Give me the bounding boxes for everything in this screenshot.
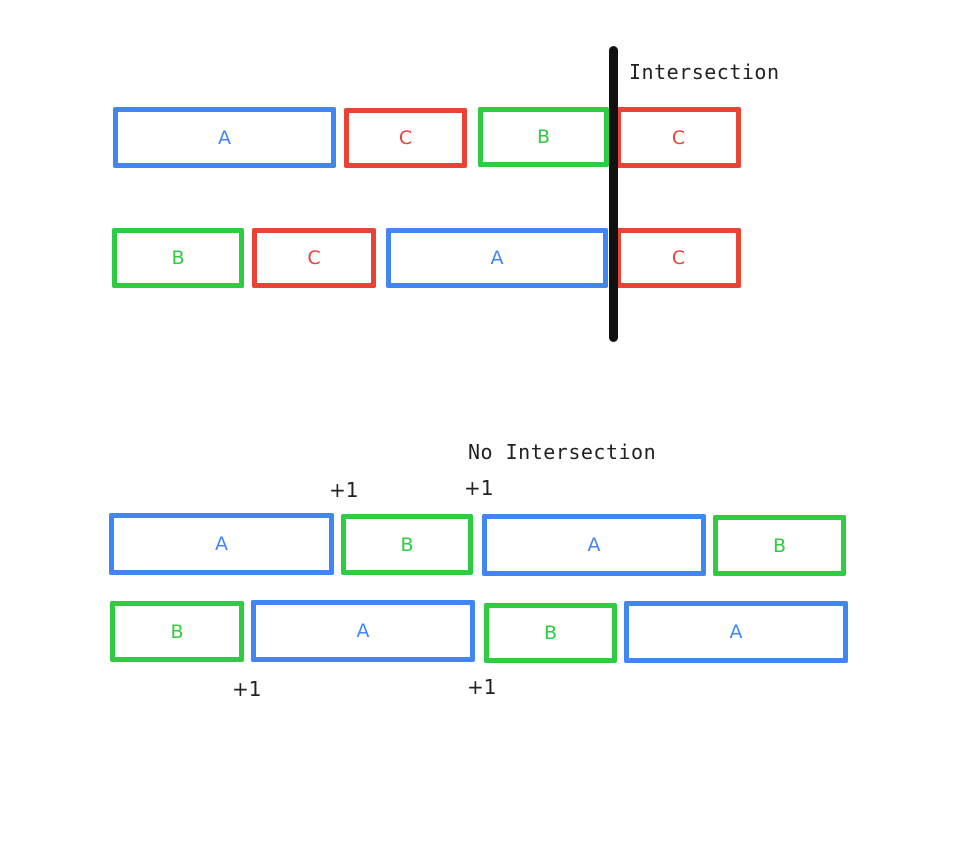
box-c: C [344,108,467,168]
box-b: B [713,515,846,576]
box-c: C [252,228,376,288]
box-b: B [484,603,617,663]
plus-one-marker: +1 [232,677,262,701]
box-a: A [482,514,706,576]
plus-one-marker: +1 [329,478,359,502]
box-c: C [616,228,741,288]
box-b: B [341,514,473,575]
box-b: B [112,228,244,288]
intersection-title: Intersection [629,60,780,84]
box-b: B [478,107,609,167]
box-a: A [251,600,475,662]
no-intersection-title: No Intersection [468,440,657,464]
box-c: C [616,107,741,168]
box-a: A [109,513,334,575]
box-b: B [110,601,244,662]
box-a: A [624,601,848,663]
plus-one-marker: +1 [464,476,494,500]
box-a: A [386,228,608,288]
plus-one-marker: +1 [467,675,497,699]
intersection-line [609,46,618,342]
box-a: A [113,107,336,168]
